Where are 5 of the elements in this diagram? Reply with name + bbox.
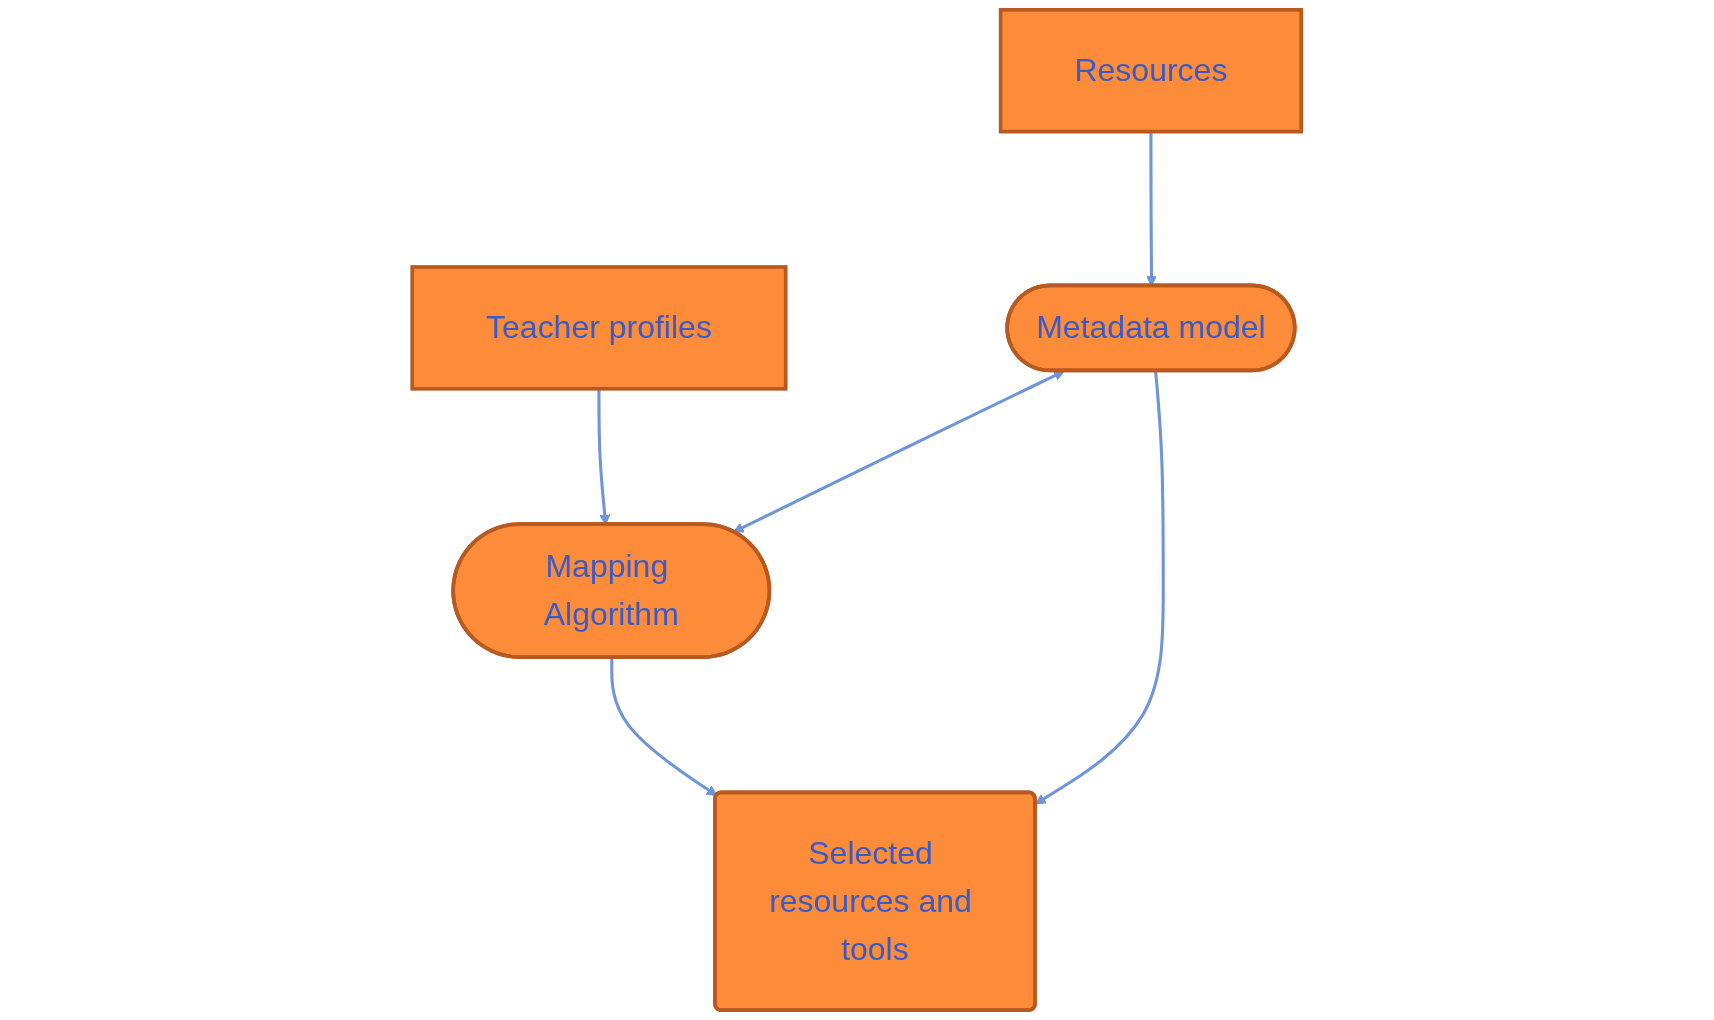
node-box: Resources [999, 8, 1304, 134]
arrow [610, 657, 718, 797]
node-box: Teacher profiles [410, 265, 788, 391]
arrow [1035, 370, 1166, 805]
arrow [733, 370, 1065, 533]
